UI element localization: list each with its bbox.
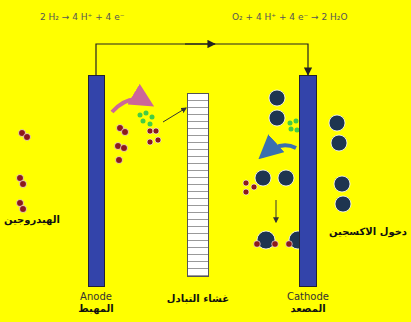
exchange-membrane: غشاء التبادل <box>167 93 229 305</box>
arabic-label: المهبط <box>78 303 113 315</box>
cathode-electrode: Cathodeالمصعد <box>287 75 329 315</box>
arabic-label: غشاء التبادل <box>167 293 229 305</box>
reaction-equation: O₂ + 4 H⁺ + 4 e⁻ → 2 H₂O <box>232 12 348 22</box>
electrode-plate <box>299 75 317 287</box>
anode-electrode: Anodeالمهبط <box>78 75 113 315</box>
external-wire <box>96 44 308 75</box>
gas-label: الهيدروجين <box>4 214 60 225</box>
reaction-equation: 2 H₂ → 4 H⁺ + 4 e⁻ <box>40 12 124 22</box>
arabic-label: المصعد <box>290 303 325 315</box>
english-label: Anode <box>80 291 112 303</box>
english-label: Cathode <box>287 291 329 303</box>
gas-label: دخول الاكسجين <box>329 226 407 237</box>
electrode-plate <box>88 75 105 287</box>
membrane-strip <box>187 93 209 277</box>
